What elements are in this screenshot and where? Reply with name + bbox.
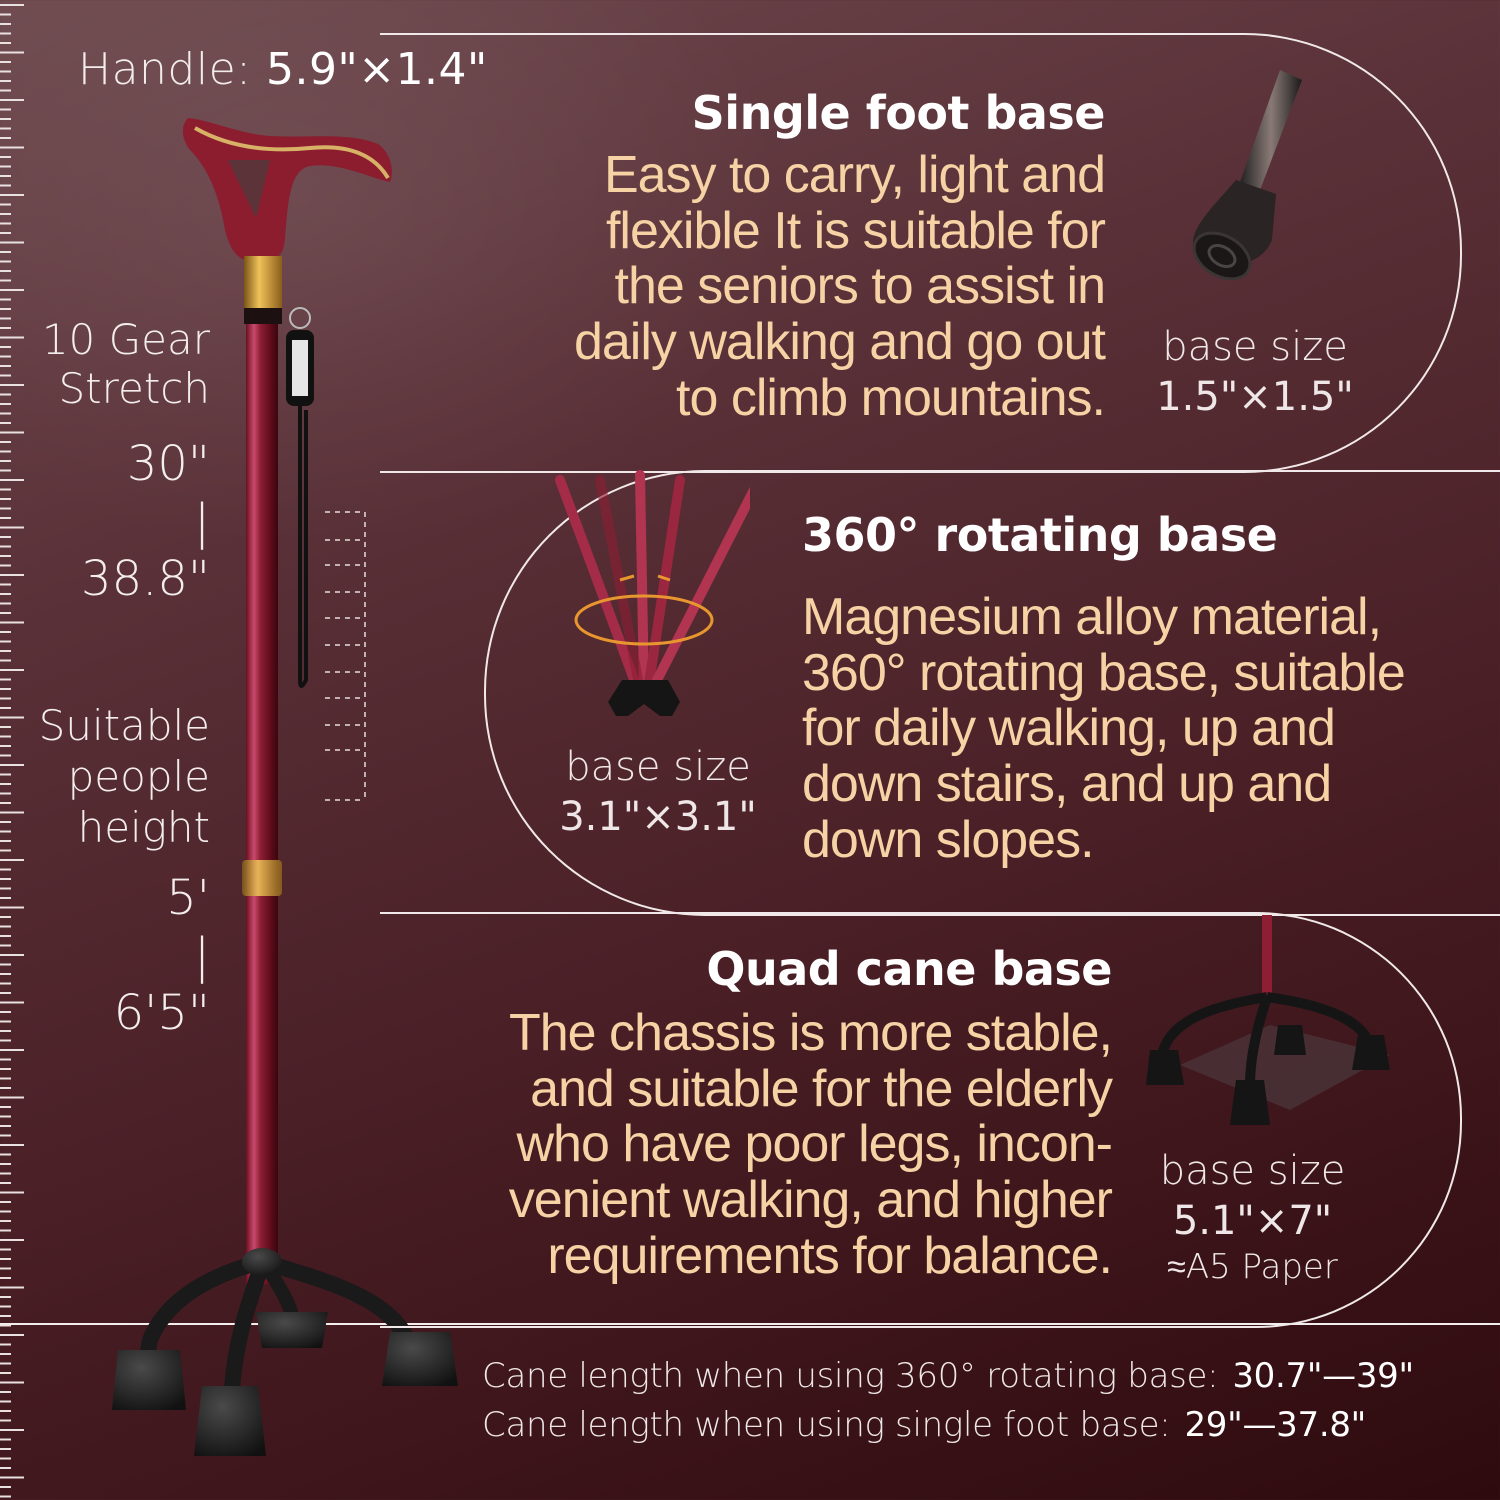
- description-line: and suitable for the elderly: [530, 1059, 1113, 1118]
- handle-label-text: Handle:: [78, 44, 252, 95]
- description-line: Magnesium alloy material,: [802, 588, 1382, 646]
- rotating-base-size: base size 3.1"×3.1": [553, 742, 763, 842]
- description-line: for daily walking, up and: [802, 699, 1336, 758]
- height-range: 5' | 6'5": [114, 870, 210, 1043]
- handle-grip: [182, 118, 392, 260]
- base-size-value: 5.1"×7": [1172, 1198, 1333, 1244]
- length-min: 30": [126, 436, 210, 492]
- spec-value: 29"—37.8": [1184, 1405, 1367, 1445]
- description-line: 360° rotating base, suitable: [802, 643, 1406, 702]
- quad-base-section: Quad cane base The chassis is more stabl…: [508, 942, 1114, 1285]
- rotating-base-description: Magnesium alloy material, 360° rotating …: [802, 588, 1406, 869]
- single-rubber-tip-icon: [1192, 70, 1302, 281]
- description-line: The chassis is more stable,: [508, 1004, 1113, 1062]
- length-max: 38.8": [81, 551, 210, 608]
- spec-single-foot-length: Cane length when using single foot base:…: [482, 1405, 1366, 1445]
- height-min: 5': [166, 870, 210, 926]
- description-line: daily walking and go out: [573, 312, 1106, 371]
- description-line: the seniors to assist in: [614, 257, 1106, 316]
- single-foot-base-description: Easy to carry, light and flexible It is …: [573, 146, 1106, 427]
- single-foot-base-section: Single foot base Easy to carry, light an…: [573, 86, 1106, 427]
- base-size-value: 1.5"×1.5": [1156, 374, 1354, 420]
- ruler-scale: [0, 4, 24, 1498]
- description-line: venient walking, and higher: [508, 1170, 1113, 1229]
- gear-stretch-label: 10 Gear Stretch: [41, 315, 211, 413]
- description-line: Easy to carry, light and: [603, 146, 1106, 204]
- spec-label: Cane length when using single foot base:: [482, 1405, 1171, 1445]
- rotating-base-panel: [484, 470, 1500, 916]
- floor-line: [0, 1323, 1500, 1325]
- description-line: flexible It is suitable for: [605, 201, 1106, 260]
- base-size-label: base size: [1159, 1148, 1346, 1194]
- quad-base-icon: [1146, 915, 1390, 1125]
- base-size-value: 3.1"×3.1": [559, 794, 757, 840]
- cane-illustration: [112, 118, 458, 1456]
- height-max: 6'5": [113, 985, 210, 1042]
- handle-size-label: Handle: 5.9"×1.4": [78, 44, 488, 95]
- description-line: to climb mountains.: [676, 368, 1106, 427]
- height-separator: |: [193, 927, 210, 984]
- rotating-base-section: 360° rotating base Magnesium alloy mater…: [802, 508, 1406, 869]
- single-foot-base-title: Single foot base: [691, 86, 1106, 140]
- rotating-base-title: 360° rotating base: [802, 508, 1278, 562]
- spec-label: Cane length when using 360° rotating bas…: [482, 1356, 1219, 1396]
- rotating-tripod-base-icon: [555, 470, 750, 716]
- base-size-note: ≈A5 Paper: [1167, 1247, 1338, 1287]
- height-label-line3: height: [77, 803, 210, 853]
- quad-base-panel: [380, 912, 1462, 1328]
- quad-base-description: The chassis is more stable, and suitable…: [508, 1004, 1114, 1285]
- single-foot-base-size: base size 1.5"×1.5": [1150, 322, 1360, 422]
- gear-label-line2: Stretch: [58, 363, 211, 413]
- quad-base-size: base size 5.1"×7" ≈A5 Paper: [1145, 1146, 1360, 1289]
- single-foot-base-panel: [380, 33, 1462, 473]
- length-separator: |: [193, 493, 210, 550]
- height-label-line2: people: [67, 752, 210, 802]
- base-size-label: base size: [565, 744, 751, 790]
- base-size-label: base size: [1162, 324, 1348, 370]
- quad-base-title: Quad cane base: [706, 942, 1112, 996]
- height-label-line1: Suitable: [38, 701, 210, 750]
- description-line: down slopes.: [802, 810, 1095, 869]
- spec-value: 30.7"—39": [1232, 1356, 1414, 1396]
- description-line: down stairs, and up and: [802, 754, 1332, 813]
- suitable-height-label: Suitable people height: [39, 700, 210, 854]
- gear-label-line1: 10 Gear: [41, 315, 210, 364]
- description-line: requirements for balance.: [547, 1226, 1113, 1285]
- spec-rotating-length: Cane length when using 360° rotating bas…: [482, 1356, 1414, 1396]
- description-line: who have poor legs, incon-: [516, 1115, 1114, 1174]
- length-range: 30" | 38.8": [81, 436, 210, 609]
